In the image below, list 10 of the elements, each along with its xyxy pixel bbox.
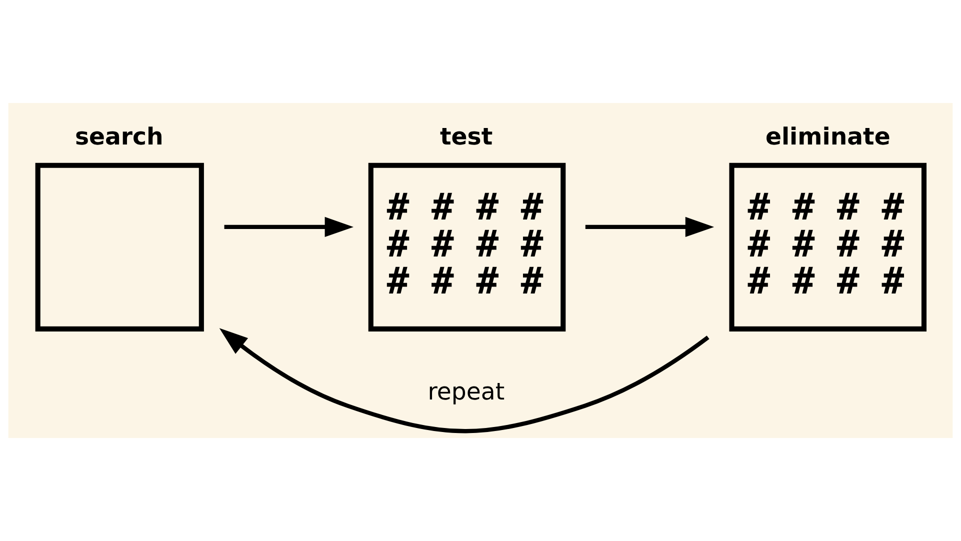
- arrow: [224, 216, 354, 237]
- edge-label: repeat: [428, 377, 505, 406]
- node-box: # # # # # # # # # # # #: [729, 162, 927, 332]
- arrow: [585, 216, 714, 237]
- node-label: search: [74, 122, 164, 151]
- node-label: eliminate: [765, 122, 890, 151]
- arrow: [219, 328, 710, 434]
- node-box: [35, 162, 204, 332]
- node-box: # # # # # # # # # # # #: [368, 162, 566, 332]
- node-label: test: [440, 122, 493, 151]
